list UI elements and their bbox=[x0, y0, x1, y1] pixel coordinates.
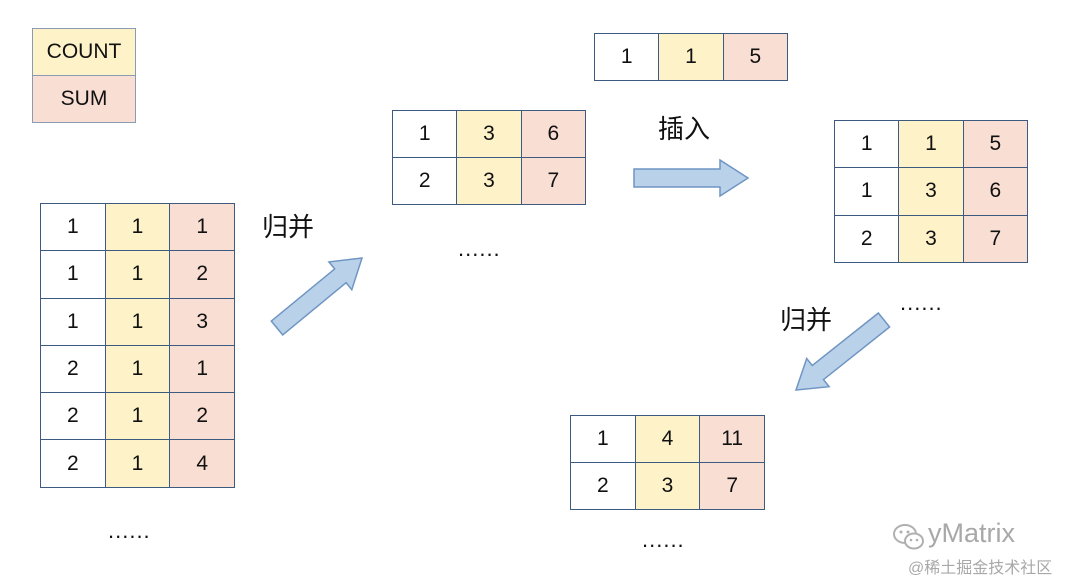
count-cell: 3 bbox=[456, 157, 522, 205]
sum-cell: 3 bbox=[169, 297, 235, 346]
merge-arrow-1-icon bbox=[270, 257, 364, 336]
sum-cell: 11 bbox=[699, 415, 765, 463]
count-cell: 1 bbox=[104, 202, 171, 252]
count-cell: 1 bbox=[658, 33, 724, 81]
key-cell: 1 bbox=[593, 33, 660, 81]
key-cell: 2 bbox=[40, 392, 106, 441]
sum-cell: 7 bbox=[699, 462, 765, 510]
count-cell: 1 bbox=[104, 250, 171, 299]
key-cell: 1 bbox=[570, 415, 636, 463]
key-cell: 1 bbox=[40, 202, 106, 252]
key-cell: 2 bbox=[40, 344, 106, 394]
count-cell: 1 bbox=[898, 119, 964, 169]
key-cell: 1 bbox=[391, 110, 458, 158]
watermark-brand: yMatrix bbox=[928, 518, 1015, 548]
sum-cell: 5 bbox=[722, 33, 789, 81]
key-cell: 1 bbox=[833, 167, 900, 216]
ellipsis-merged1: ...... bbox=[458, 236, 501, 261]
count-cell: 3 bbox=[456, 110, 522, 158]
merge-label-1: 归并 bbox=[262, 212, 315, 242]
sum-cell: 5 bbox=[962, 119, 1029, 169]
legend-count: COUNT bbox=[33, 29, 135, 75]
key-cell: 1 bbox=[40, 250, 106, 299]
watermark-site: @稀土掘金技术社区 bbox=[908, 560, 1053, 577]
merge-arrow-2-icon bbox=[794, 311, 891, 391]
ellipsis-inserted: ...... bbox=[900, 290, 943, 315]
sum-cell: 4 bbox=[169, 439, 235, 488]
watermark: yMatrix @稀土掘金技术社区 bbox=[892, 516, 1072, 577]
count-cell: 1 bbox=[104, 297, 171, 346]
count-cell: 1 bbox=[104, 439, 171, 488]
sum-cell: 1 bbox=[169, 344, 235, 394]
count-cell: 4 bbox=[634, 415, 701, 463]
key-cell: 2 bbox=[570, 462, 636, 510]
key-cell: 2 bbox=[40, 439, 106, 488]
insert-label: 插入 bbox=[658, 114, 711, 144]
count-cell: 3 bbox=[898, 167, 964, 216]
key-cell: 2 bbox=[833, 214, 900, 263]
legend-sum: SUM bbox=[33, 75, 135, 122]
key-cell: 1 bbox=[40, 297, 106, 346]
sum-cell: 2 bbox=[169, 250, 235, 299]
ellipsis-source: ...... bbox=[108, 518, 151, 543]
count-cell: 1 bbox=[104, 344, 171, 394]
merge-label-2: 归并 bbox=[780, 305, 833, 335]
legend: COUNT SUM bbox=[32, 28, 136, 123]
ellipsis-merged2: ...... bbox=[642, 527, 685, 552]
wechat-logo-icon bbox=[893, 524, 924, 550]
sum-cell: 7 bbox=[520, 157, 587, 205]
sum-cell: 2 bbox=[169, 392, 235, 441]
sum-cell: 6 bbox=[962, 167, 1029, 216]
sum-cell: 6 bbox=[520, 110, 587, 158]
sum-cell: 7 bbox=[962, 214, 1029, 263]
insert-arrow-icon bbox=[633, 158, 750, 198]
count-cell: 3 bbox=[898, 214, 964, 263]
count-cell: 1 bbox=[104, 392, 171, 441]
key-cell: 1 bbox=[833, 119, 900, 169]
